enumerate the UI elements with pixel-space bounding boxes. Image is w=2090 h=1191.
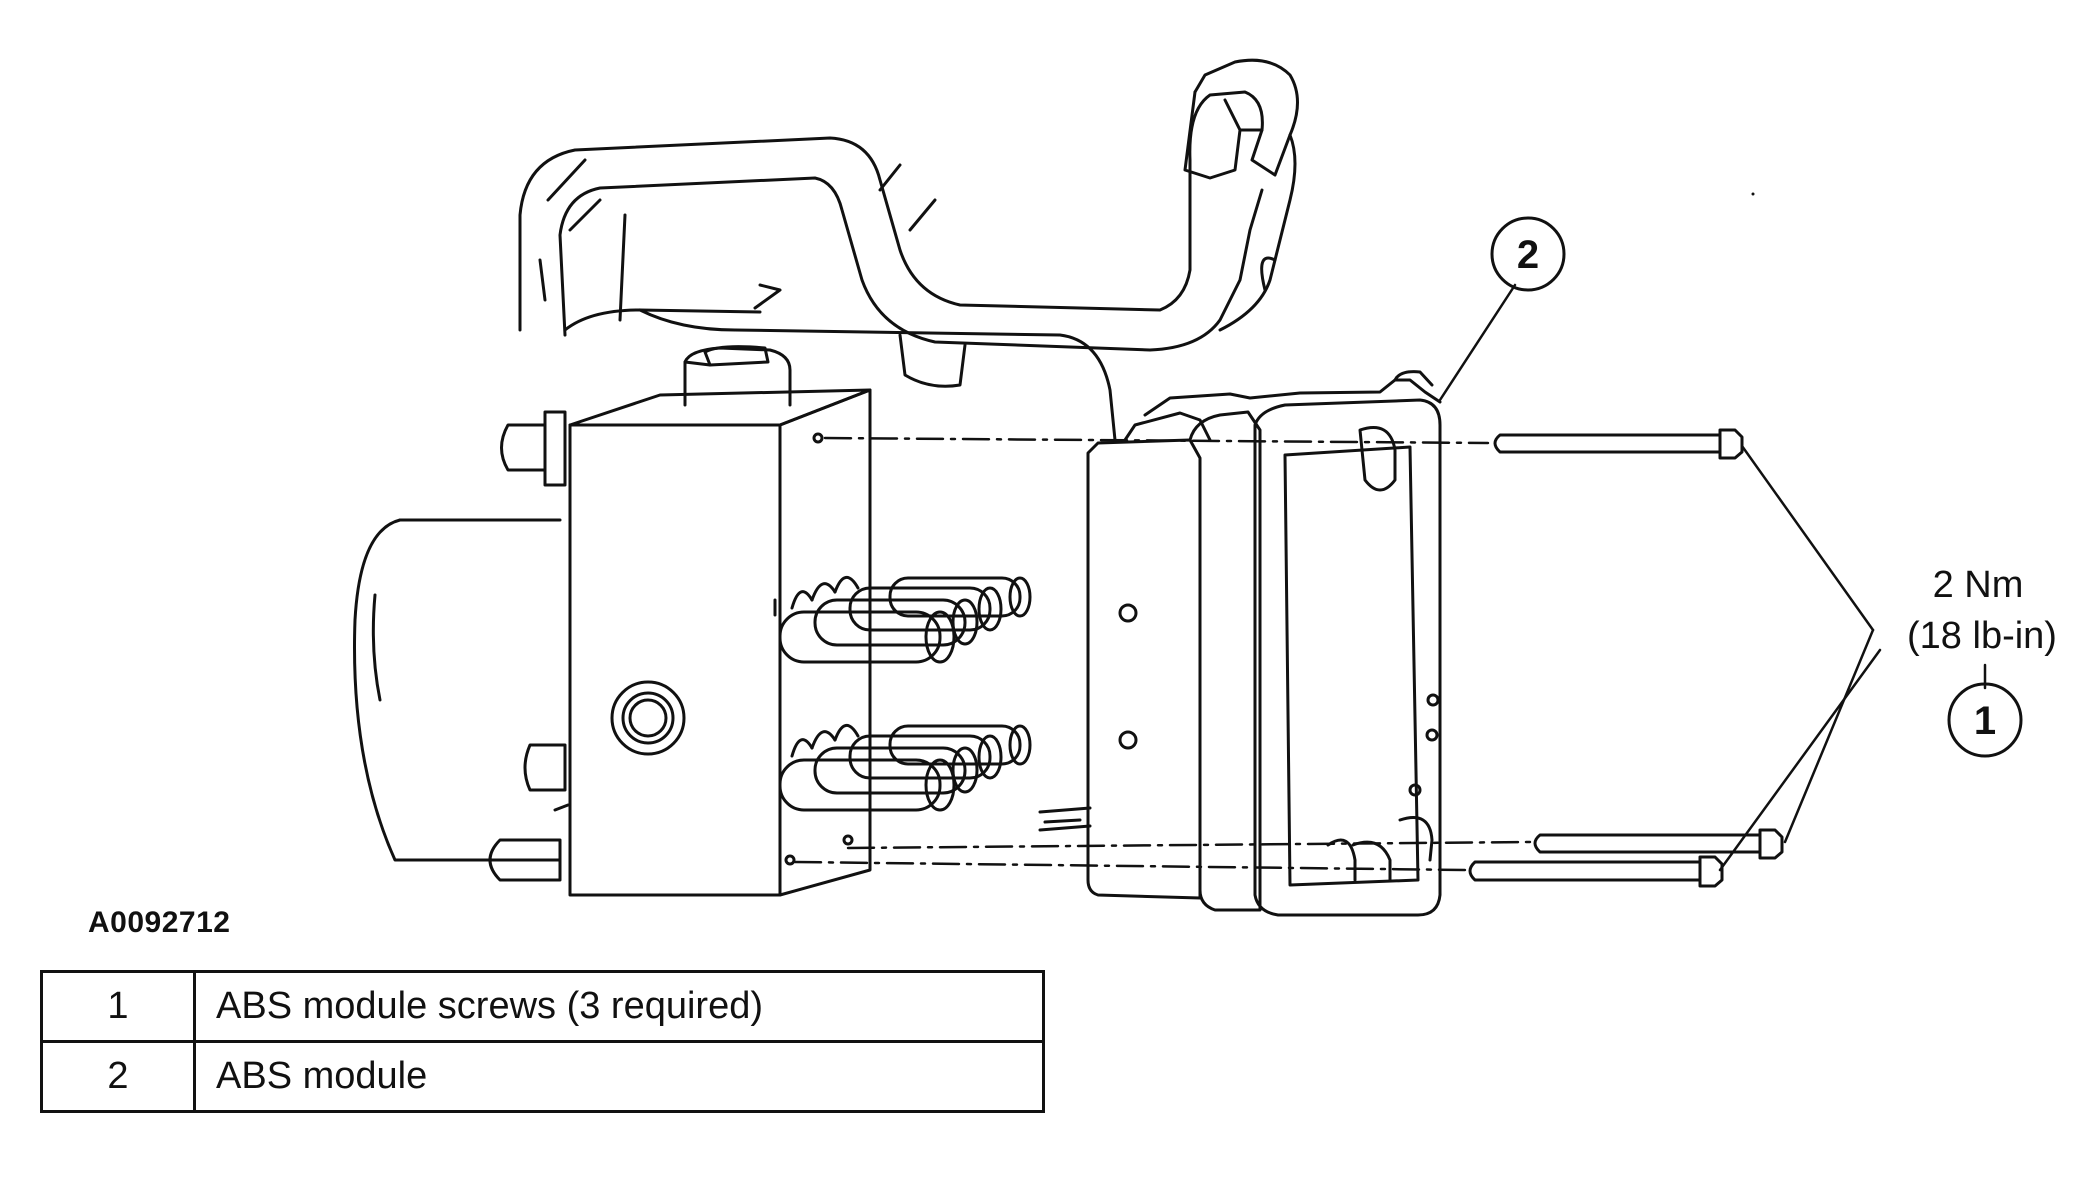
torque-spec: 2 Nm (18 lb-in)	[1907, 564, 2057, 657]
legend-item-number: 1	[40, 970, 196, 1043]
torque-value-imperial: (18 lb-in)	[1907, 615, 2057, 657]
pump-motor	[353, 518, 562, 882]
figure-id: A0092712	[88, 906, 231, 939]
legend-row: 1 ABS module screws (3 required)	[40, 970, 1045, 1043]
callout-2-label: 2	[1517, 233, 1539, 277]
callout-1: 1	[1947, 682, 2023, 758]
legend-row: 2 ABS module	[40, 1040, 1045, 1113]
abs-module	[1038, 370, 1442, 917]
hydraulic-control-unit	[500, 345, 872, 897]
screw-middle	[1533, 828, 1784, 860]
legend-table: 1 ABS module screws (3 required) 2 ABS m…	[40, 970, 1045, 1113]
leader-lines	[1438, 283, 1987, 872]
legend-item-description: ABS module screws (3 required)	[193, 970, 1045, 1043]
legend-item-number: 2	[40, 1040, 196, 1113]
scan-speck	[1751, 192, 1755, 196]
callout-2: 2	[1490, 216, 1566, 292]
mounting-bracket	[518, 58, 1299, 442]
torque-value-metric: 2 Nm	[1933, 564, 2024, 606]
valve-stems-lower	[778, 724, 1032, 812]
legend-item-description: ABS module	[193, 1040, 1045, 1113]
alignment-lines	[793, 436, 1532, 872]
screw-lower	[1468, 855, 1724, 888]
valve-stems-upper	[773, 576, 1032, 664]
screw-upper	[1493, 428, 1744, 460]
callout-1-label: 1	[1974, 699, 1996, 743]
